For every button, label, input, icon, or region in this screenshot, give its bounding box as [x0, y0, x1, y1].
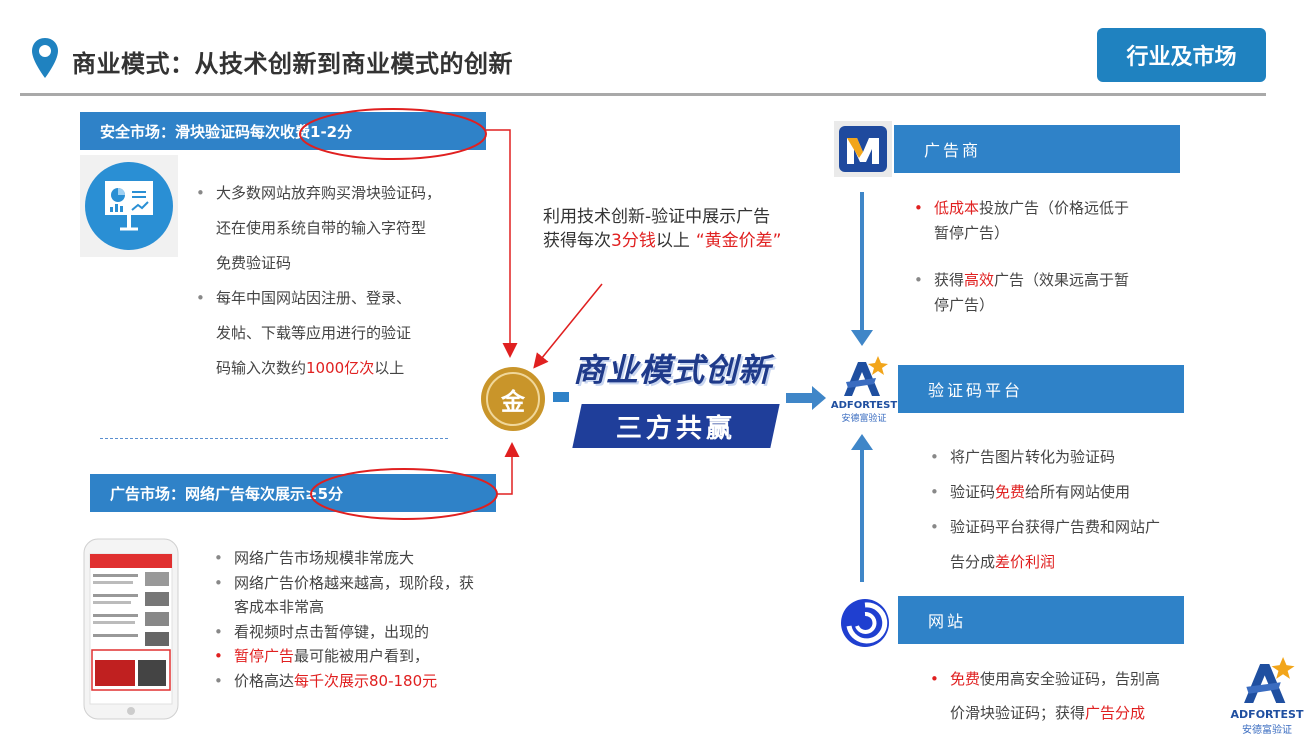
advertiser-logo [834, 121, 892, 177]
arrow-bottom-to-coin [497, 442, 520, 495]
ad-market-banner: 广告市场：网络广告每次展示≥5分 [90, 474, 496, 512]
arrow-up-icon [851, 434, 873, 450]
innovation-title: 商业模式创新 [573, 351, 772, 389]
adfortest-logo-icon [844, 356, 888, 396]
platform-bullets: 将广告图片转化为验证码 验证码免费给所有网站使用 验证码平台获得广告费和网站广告… [930, 440, 1200, 580]
advertiser-banner: 广告商 [894, 125, 1180, 173]
location-pin-icon [32, 38, 58, 78]
coin-connector [553, 392, 569, 402]
arrow-text-to-coin [533, 283, 603, 369]
page-title: 商业模式：从技术创新到商业模式的创新 [72, 50, 513, 78]
footer-logo: ADFORTEST 安德富验证 [1228, 652, 1306, 736]
footer-logo-cn: 安德富验证 [1242, 725, 1292, 736]
platform-banner: 验证码平台 [898, 365, 1184, 413]
section-divider [100, 438, 448, 439]
section-badge: 行业及市场 [1097, 28, 1266, 82]
adfortest-logo: ADFORTEST 安德富验证 [830, 352, 898, 426]
website-logo-icon [841, 599, 889, 647]
phone-screenshot-icon [83, 538, 179, 720]
list-item: 将广告图片转化为验证码 [930, 440, 1200, 475]
m-logo-icon [839, 126, 887, 172]
coin-character: 金 [486, 372, 540, 426]
list-item: 验证码免费给所有网站使用 [930, 475, 1200, 510]
list-item: 网络广告市场规模非常庞大 [214, 546, 514, 571]
platform-logo-en: ADFORTEST [830, 400, 898, 411]
list-item: 暂停广告最可能被用户看到， [214, 644, 514, 669]
website-banner: 网站 [898, 596, 1184, 644]
footer-logo-icon [1244, 657, 1295, 703]
gold-coin-icon: 金 [481, 367, 545, 431]
footer-logo-en: ADFORTEST [1230, 708, 1304, 721]
arrow-right-icon [786, 386, 826, 410]
header-divider [20, 93, 1266, 96]
security-market-banner: 安全市场：滑块验证码每次收费1-2分 [80, 112, 486, 150]
center-description: 利用技术创新-验证中展示广告 获得每次3分钱以上“黄金价差” [543, 207, 782, 251]
list-item: 价格高达每千次展示80-180元 [214, 669, 514, 694]
highlight-ellipse-top [299, 108, 487, 160]
presentation-chart-icon [80, 155, 178, 257]
list-item: 看视频时点击暂停键，出现的 [214, 620, 514, 645]
platform-logo-cn: 安德富验证 [841, 414, 887, 424]
arrow-down-icon [851, 330, 873, 346]
arrow-top-to-coin [486, 129, 518, 358]
